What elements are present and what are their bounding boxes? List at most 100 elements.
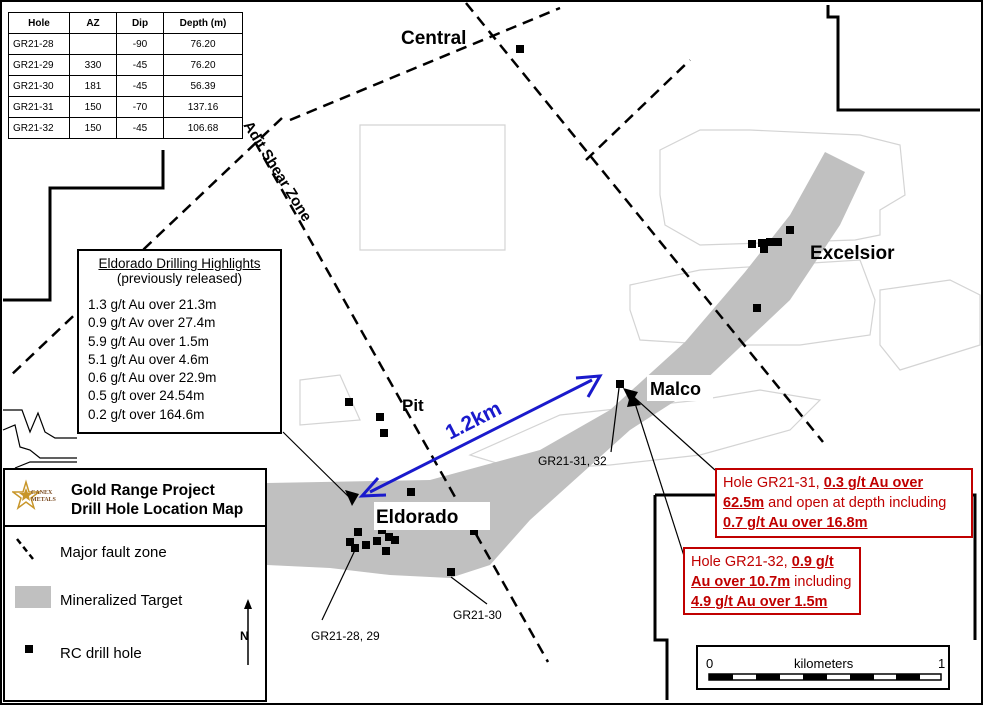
callout-31-part1: Hole GR21-31, — [723, 475, 824, 491]
north-label: N — [240, 629, 249, 643]
cell-hole: GR21-30 — [8, 75, 70, 97]
drill-holes — [345, 45, 794, 576]
list-item: 5.9 g/t Au over 1.5m — [88, 333, 209, 349]
list-item: 1.3 g/t Au over 21.3m — [88, 297, 217, 312]
drill-hole — [380, 429, 388, 437]
list-item: 5.1 g/t Au over 4.6m — [88, 351, 209, 367]
hole-table: Hole AZ Dip Depth (m) GR21-28 -90 76.20 … — [8, 12, 243, 139]
scale-ruler — [708, 673, 942, 681]
label-hole-30: GR21-30 — [453, 608, 502, 622]
logo-text-bottom: METALS — [31, 497, 56, 503]
drill-hole — [786, 226, 794, 234]
fault-line-northeast — [585, 59, 691, 161]
cell-az: 150 — [69, 96, 117, 118]
table-row: GR21-32 150 -45 106.68 — [8, 117, 243, 139]
cell-depth: 76.20 — [163, 33, 243, 55]
fault-line-west — [7, 117, 283, 379]
label-hole-31-32: GR21-31, 32 — [538, 454, 607, 468]
callout-31-bold1: 0.3 g/t Au over 62.5m — [723, 475, 924, 511]
fault-line-north — [289, 6, 561, 122]
leader-lines — [282, 387, 716, 621]
drill-hole — [345, 398, 353, 406]
highlights-title: Eldorado Drilling Highlights — [98, 256, 261, 271]
label-malco-bg — [647, 375, 713, 401]
scale-unit: kilometers — [794, 656, 854, 671]
cell-depth: 76.20 — [163, 54, 243, 76]
north-arrow-head-icon — [244, 599, 252, 609]
hole-table-header-depth: Depth (m) — [163, 12, 243, 34]
drill-hole — [407, 488, 415, 496]
drill-hole — [391, 536, 399, 544]
hole-table-header-az: AZ — [69, 12, 117, 34]
drill-hole — [616, 380, 624, 388]
label-pit: Pit — [402, 396, 424, 415]
label-hole-28-29: GR21-28, 29 — [311, 629, 380, 643]
callout-gr21-32: Hole GR21-32, 0.9 g/t Au over 10.7m incl… — [683, 547, 861, 615]
distance-arrow — [358, 374, 603, 498]
cell-az: 150 — [69, 117, 117, 139]
drill-hole — [516, 45, 524, 53]
fault-line-adit-shear — [253, 141, 550, 663]
label-malco: Malco — [650, 379, 701, 399]
cell-hole: GR21-29 — [8, 54, 70, 76]
list-item: 0.2 g/t over 164.6m — [88, 406, 205, 422]
hole-table-header: Hole AZ Dip Depth (m) — [8, 12, 243, 34]
drill-hole — [760, 245, 768, 253]
callout-gr21-31: Hole GR21-31, 0.3 g/t Au over 62.5m and … — [715, 468, 973, 538]
label-eldorado-bg — [374, 502, 490, 530]
drill-hole — [774, 238, 782, 246]
drill-hole — [470, 527, 478, 535]
fault-line-central — [465, 2, 824, 443]
list-item: 0.9 g/t Av over 27.4m — [88, 315, 216, 331]
drill-hole — [758, 239, 766, 247]
scale-end: 1 — [938, 656, 946, 671]
cell-az: 181 — [69, 75, 117, 97]
drill-hole — [748, 240, 756, 248]
drill-hole — [447, 568, 455, 576]
hole-table-header-dip: Dip — [116, 12, 164, 34]
legend-symbols — [15, 538, 252, 665]
cell-depth: 106.68 — [163, 117, 243, 139]
map-title-line2: Drill Hole Location Map — [71, 501, 244, 518]
callout-32-bold2: 4.9 g/t Au over 1.5m — [691, 594, 828, 610]
list-item: 0.6 g/t Au over 22.9m — [88, 370, 217, 386]
drill-hole — [373, 537, 381, 545]
fault-lines — [7, 2, 824, 663]
cell-hole: GR21-28 — [8, 33, 70, 55]
drill-hole — [385, 533, 393, 541]
cell-dip: -45 — [116, 54, 164, 76]
cell-depth: 56.39 — [163, 75, 243, 97]
drill-hole — [351, 544, 359, 552]
callout-32-part2: including — [790, 574, 852, 590]
legend-target-symbol — [15, 586, 51, 608]
cell-hole: GR21-31 — [8, 96, 70, 118]
label-excelsior: Excelsior — [810, 243, 895, 264]
map-title: Gold Range Project Drill Hole Location M… — [71, 481, 243, 519]
label-central: Central — [401, 28, 466, 49]
scale-bar: 0 kilometers 1 — [696, 645, 950, 690]
legend-drill-symbol — [25, 645, 33, 653]
list-item: 0.5 g/t over 24.54m — [88, 388, 205, 404]
legend-fault-symbol — [16, 538, 34, 560]
highlights-list: 1.3 g/t Au over 21.3m 0.9 g/t Av over 27… — [88, 296, 280, 424]
cell-dip: -70 — [116, 96, 164, 118]
drill-hole — [376, 413, 384, 421]
mineralized-target — [267, 152, 865, 578]
callout-32-part1: Hole GR21-32, — [691, 554, 792, 570]
highlights-subtitle: (previously released) — [116, 271, 243, 286]
cell-depth: 137.16 — [163, 96, 243, 118]
canex-logo-icon — [12, 479, 42, 510]
callout-31-bold2: 0.7 g/t Au over 16.8m — [723, 515, 868, 531]
legend-fault-label: Major fault zone — [60, 544, 167, 561]
callout-31-part2: and open at depth including — [764, 495, 947, 511]
drill-hole — [382, 547, 390, 555]
table-row: GR21-30 181 -45 56.39 — [8, 75, 243, 97]
cell-hole: GR21-32 — [8, 117, 70, 139]
cell-az — [69, 33, 117, 55]
callout-32-bold1: 0.9 g/t Au over 10.7m — [691, 554, 834, 590]
table-row: GR21-29 330 -45 76.20 — [8, 54, 243, 76]
legend-target-label: Mineralized Target — [60, 592, 183, 609]
